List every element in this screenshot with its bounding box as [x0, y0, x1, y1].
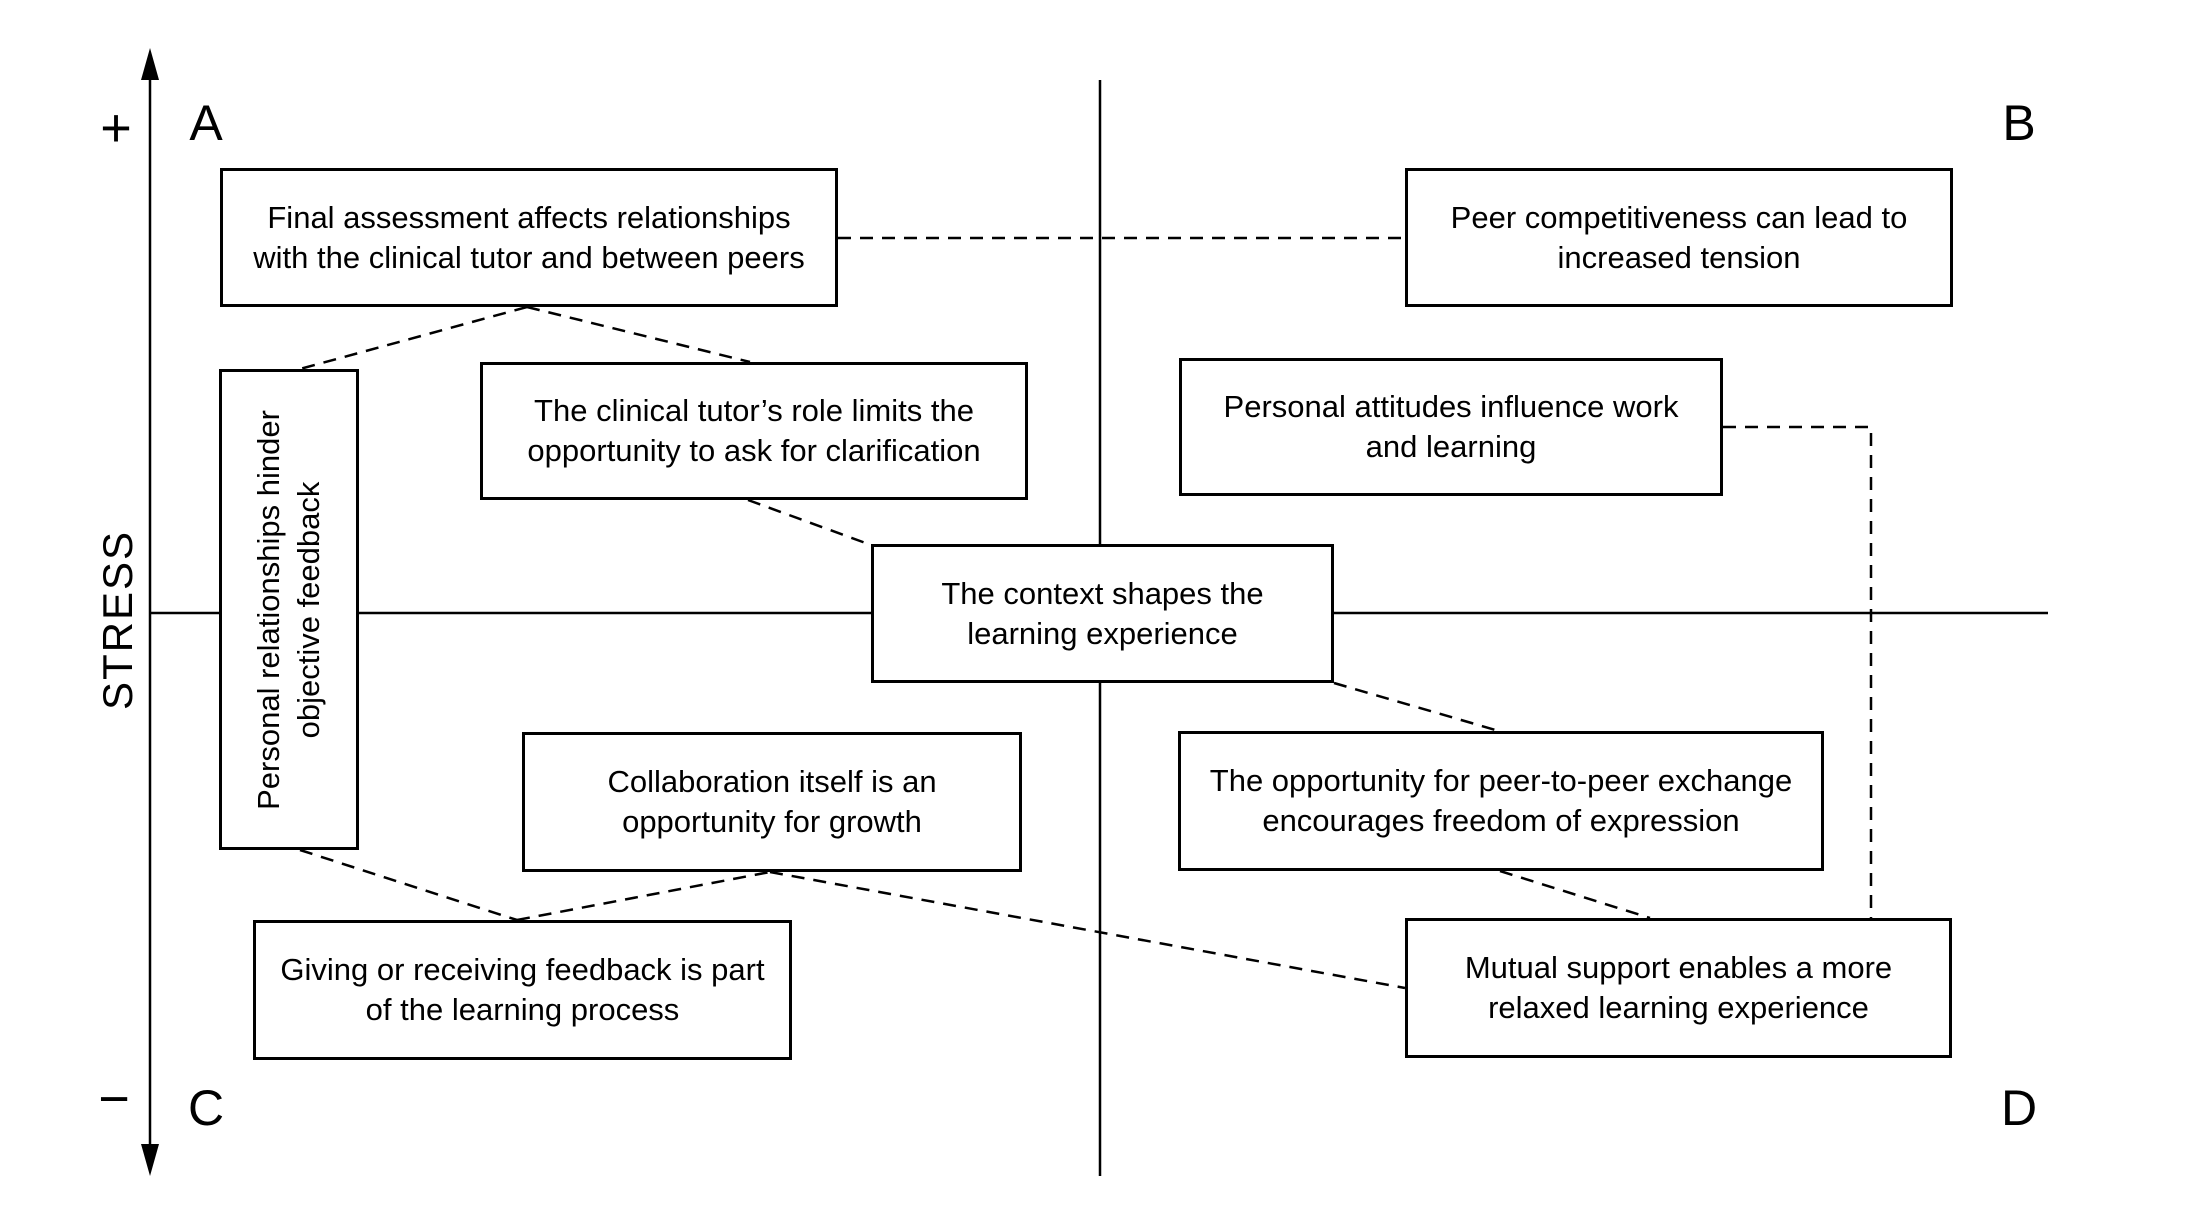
connector-clinical-to-context: [747, 498, 872, 547]
box-text-line: Peer competitiveness can lead to: [1450, 199, 1908, 235]
box-text-line: encourages freedom of expression: [1262, 803, 1740, 838]
box-text-line: opportunity to ask for clarification: [527, 433, 981, 468]
box-collaboration-growth: Collaboration itself is an opportunity f…: [522, 732, 1022, 872]
box-final-assessment: Final assessment affects relationships w…: [220, 168, 838, 307]
box-text-line: opportunity for growth: [622, 804, 922, 839]
box-personal-attitudes: Personal attitudes influence work and le…: [1179, 358, 1723, 496]
box-personal-relationships: Personal relationships hinder objective …: [219, 369, 359, 850]
box-text-line: Collaboration itself is an: [607, 764, 937, 799]
quadrant-label-c: C: [187, 1080, 225, 1136]
box-text-line: and learning: [1365, 429, 1537, 464]
box-text-line: objective feedback: [291, 481, 327, 738]
box-text-line: relaxed learning experience: [1488, 990, 1869, 1025]
box-peer-competitiveness: Peer competitiveness can lead to increas…: [1405, 168, 1953, 307]
box-text-line: The opportunity for peer-to-peer exchang…: [1209, 763, 1793, 798]
connector-personalrel-to-giving: [299, 848, 518, 922]
box-context-shapes-learning: The context shapes the learning experien…: [871, 544, 1334, 683]
box-text-line: Giving or receiving feedback is part: [280, 952, 765, 987]
quadrant-label-a: A: [189, 95, 223, 151]
box-text-line: Final assessment affects relationships: [267, 199, 791, 235]
box-giving-receiving-feedback: Giving or receiving feedback is part of …: [253, 920, 792, 1060]
box-text-line: with the clinical tutor and between peer…: [253, 239, 805, 275]
rotated-text-block: Personal relationships hinder objective …: [249, 410, 329, 810]
plus-sign: +: [100, 98, 132, 158]
connector-attitudes-to-mutual: [1723, 425, 1873, 918]
box-text-line: Mutual support enables a more: [1464, 950, 1893, 985]
connector-collab-to-giving: [516, 870, 771, 922]
box-text-line: Personal relationships hinder: [251, 409, 287, 810]
connector-context-to-p2p: [1333, 681, 1500, 733]
box-text-line: Personal attitudes influence work: [1223, 389, 1679, 424]
stress-axis-label: STRESS: [94, 529, 141, 711]
box-text-line: The clinical tutor’s role limits the: [534, 393, 974, 428]
box-text-line: learning experience: [967, 615, 1238, 651]
quadrant-label-b: B: [2002, 95, 2036, 151]
box-clinical-tutor-role: The clinical tutor’s role limits the opp…: [480, 362, 1028, 500]
connector-final-to-clinical: [526, 305, 751, 364]
box-peer-to-peer-exchange: The opportunity for peer-to-peer exchang…: [1178, 731, 1824, 871]
stress-axis-arrow-up-icon: [141, 48, 159, 80]
stress-axis-arrow-down-icon: [141, 1144, 159, 1176]
box-mutual-support: Mutual support enables a more relaxed le…: [1405, 918, 1952, 1058]
box-text-line: of the learning process: [365, 992, 680, 1027]
box-text-line: increased tension: [1557, 239, 1801, 275]
connector-collab-to-mutual: [769, 870, 1406, 990]
connector-p2p-to-mutual: [1499, 869, 1651, 920]
minus-sign: −: [98, 1069, 130, 1129]
connector-final-to-personalrel: [299, 305, 528, 371]
box-text-line: The context shapes the: [941, 575, 1264, 611]
quadrant-label-d: D: [2000, 1080, 2038, 1136]
